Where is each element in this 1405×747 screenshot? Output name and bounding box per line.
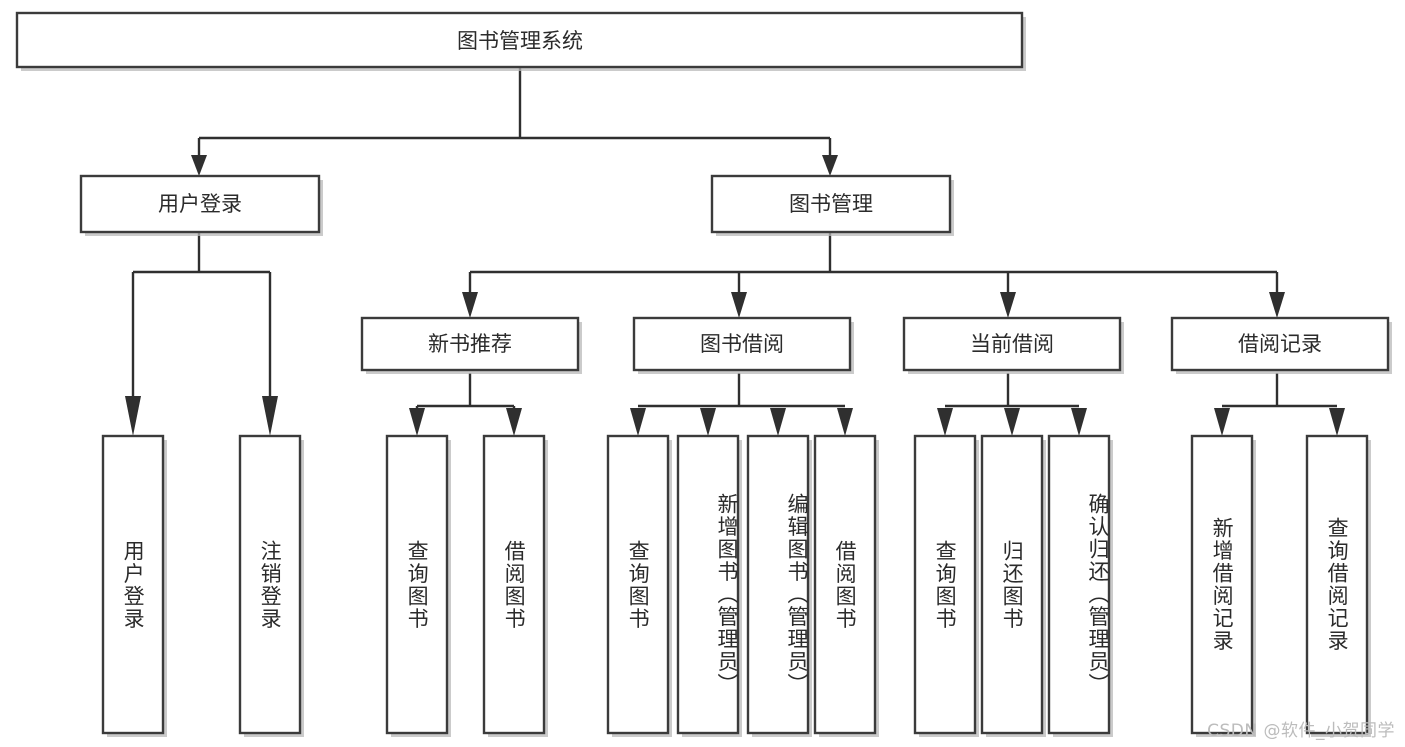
- node-book-manage[interactable]: 图书管理: [710, 174, 954, 236]
- leaf-query-book-1[interactable]: [385, 434, 451, 737]
- csdn-watermark: CSDN @软件_小贺同学: [1207, 721, 1395, 741]
- arrow-head-leaf-add-record: [1214, 408, 1230, 436]
- arrow-head-leaf-return-book: [1004, 408, 1020, 436]
- node-user-login-label: 用户登录: [158, 192, 242, 216]
- leaf-query-book-3[interactable]: [913, 434, 979, 737]
- connector-layer: [125, 67, 1345, 436]
- arrow-head-leaf-edit-book: [770, 408, 786, 436]
- leaf-query-record[interactable]: [1305, 434, 1371, 737]
- arrow-head-leaf-logout-login: [262, 396, 278, 436]
- arrow-head-leaf-query-book-1: [409, 408, 425, 436]
- leaf-add-book[interactable]: [676, 434, 742, 737]
- leaf-borrow-book-2[interactable]: [813, 434, 879, 737]
- leaf-borrow-book-1[interactable]: [482, 434, 548, 737]
- node-user-login-box: [79, 174, 321, 234]
- arrow-head-leaf-user-login: [125, 396, 141, 436]
- arrow-head-book-manage: [822, 155, 838, 176]
- node-new-book-recommend[interactable]: 新书推荐: [360, 316, 582, 374]
- leaf-return-book[interactable]: [980, 434, 1046, 737]
- leaf-node-layer: [101, 434, 1371, 737]
- node-current-borrow[interactable]: 当前借阅: [902, 316, 1124, 374]
- arrow-head-new-book-recommend: [462, 292, 478, 318]
- arrow-head-leaf-borrow-book-2: [837, 408, 853, 436]
- node-new-book-recommend-label: 新书推荐: [428, 332, 512, 356]
- node-book-borrow-box: [632, 316, 852, 372]
- node-root-box: [15, 11, 1024, 69]
- node-book-borrow[interactable]: 图书借阅: [632, 316, 854, 374]
- arrow-head-leaf-borrow-book-1: [506, 408, 522, 436]
- arrow-head-book-borrow: [731, 292, 747, 318]
- arrow-head-user-login: [191, 155, 207, 176]
- arrow-head-current-borrow: [1000, 292, 1016, 318]
- node-root[interactable]: 图书管理系统: [15, 11, 1026, 71]
- arrow-head-leaf-query-book-2: [630, 408, 646, 436]
- node-root-label: 图书管理系统: [457, 29, 583, 53]
- node-book-borrow-label: 图书借阅: [700, 332, 784, 356]
- leaf-logout-login[interactable]: [238, 434, 304, 737]
- arrow-head-leaf-query-record: [1329, 408, 1345, 436]
- node-book-manage-label: 图书管理: [789, 192, 873, 216]
- node-new-book-recommend-box: [360, 316, 580, 372]
- leaf-confirm-return[interactable]: [1047, 434, 1113, 737]
- leaf-user-login[interactable]: [101, 434, 167, 737]
- leaf-query-book-2[interactable]: [606, 434, 672, 737]
- node-user-login[interactable]: 用户登录: [79, 174, 323, 236]
- node-current-borrow-box: [902, 316, 1122, 372]
- arrow-head-leaf-query-book-3: [937, 408, 953, 436]
- node-book-manage-box: [710, 174, 952, 234]
- node-current-borrow-label: 当前借阅: [970, 332, 1054, 356]
- arrow-head-borrow-record: [1269, 292, 1285, 318]
- leaf-edit-book[interactable]: [746, 434, 812, 737]
- arrow-head-leaf-add-book: [700, 408, 716, 436]
- node-borrow-record-box: [1170, 316, 1390, 372]
- node-borrow-record[interactable]: 借阅记录: [1170, 316, 1392, 374]
- node-borrow-record-label: 借阅记录: [1238, 332, 1322, 356]
- leaf-add-record[interactable]: [1190, 434, 1256, 737]
- arrow-head-leaf-confirm-return: [1071, 408, 1087, 436]
